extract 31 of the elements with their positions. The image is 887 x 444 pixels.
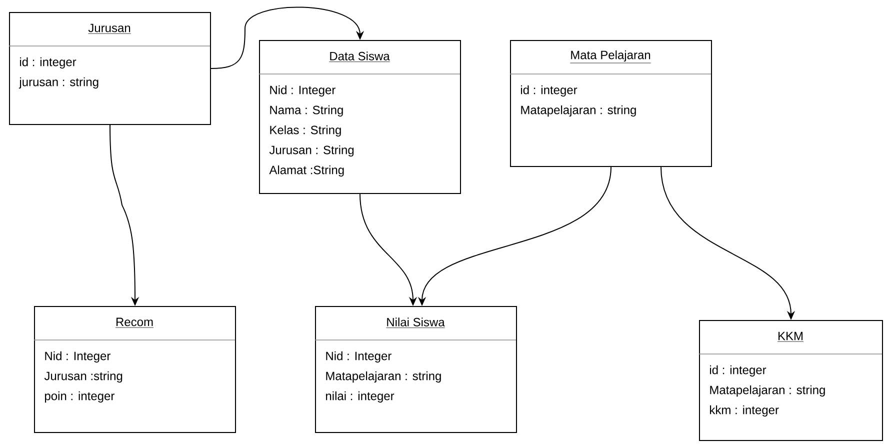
attribute-text: Nama : String bbox=[270, 105, 343, 117]
attribute-text: Nid : Integer bbox=[270, 85, 336, 97]
class-box bbox=[258, 40, 461, 194]
attribute-text: id : integer bbox=[710, 365, 766, 377]
class-box bbox=[510, 40, 712, 167]
arrow bbox=[210, 6, 364, 69]
attribute-text: kkm : integer bbox=[710, 405, 779, 417]
attribute-text: Matapelajaran : string bbox=[326, 371, 441, 383]
class-box bbox=[314, 306, 517, 433]
attribute-text: jurusan : string bbox=[18, 77, 98, 89]
class-name: Nilai Siswa bbox=[386, 318, 446, 328]
attribute-text: id : integer bbox=[20, 57, 76, 69]
attribute-text: Jurusan :string bbox=[44, 371, 122, 383]
attribute-text: Alamat :String bbox=[269, 165, 344, 177]
attribute-text: id : integer bbox=[521, 85, 578, 97]
attribute-text: Matapelajaran : string bbox=[521, 105, 636, 117]
class-name: Jurusan bbox=[88, 24, 132, 34]
attribute-text: poin : integer bbox=[44, 391, 114, 403]
attribute-text: Nid : Integer bbox=[326, 351, 392, 363]
attribute-text: Matapelajaran : string bbox=[710, 385, 825, 397]
class-box bbox=[34, 306, 236, 433]
class-name: KKM bbox=[777, 332, 804, 342]
attribute-text: nilai : integer bbox=[326, 391, 394, 403]
class-box bbox=[8, 12, 211, 125]
class-name: Data Siswa bbox=[328, 52, 390, 62]
attribute-text: Nid : Integer bbox=[45, 351, 110, 363]
class-box bbox=[698, 320, 883, 441]
class-name: Recom bbox=[115, 318, 154, 328]
attribute-text: Kelas : String bbox=[270, 125, 341, 137]
class-name: Mata Pelajaran bbox=[570, 50, 652, 64]
attribute-text: Jurusan : String bbox=[269, 145, 354, 157]
